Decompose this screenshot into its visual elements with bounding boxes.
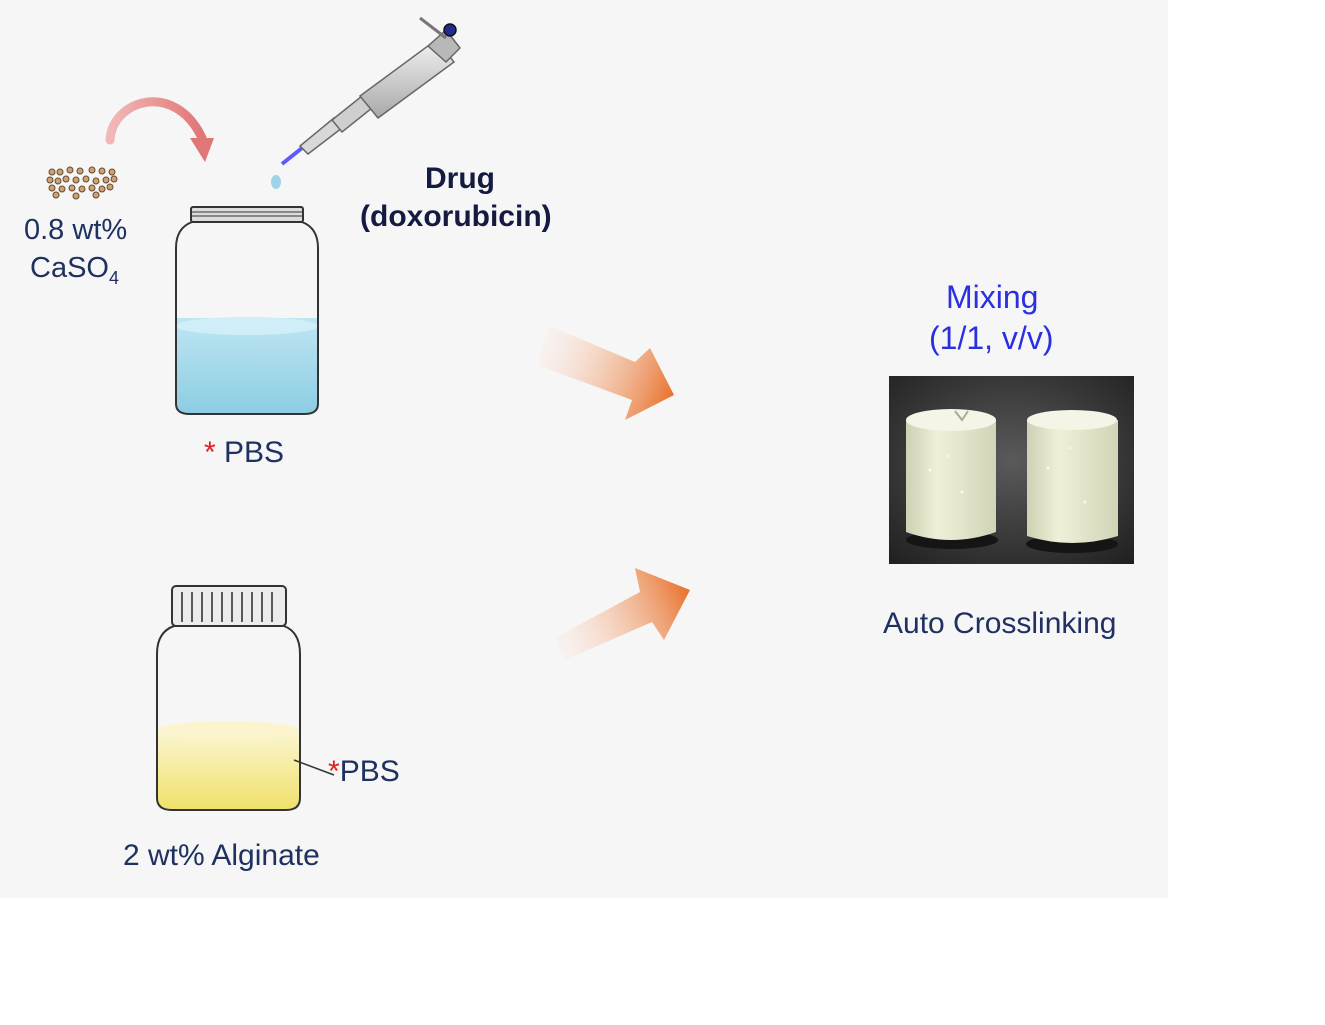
curved-arrow-icon xyxy=(105,97,214,162)
bottom-jar-asterisk: * xyxy=(328,755,340,788)
caso4-formula-label: CaSO4 xyxy=(30,252,119,289)
top-jar-asterisk: * xyxy=(204,436,216,469)
drug-title: Drug xyxy=(425,162,495,195)
flow-arrow-icon xyxy=(555,568,690,660)
top-jar-pbs-label: * PBS xyxy=(204,436,284,470)
flow-arrow-icon xyxy=(540,326,674,420)
top-jar-pbs-text: PBS xyxy=(224,436,285,469)
pbs-leader-line xyxy=(293,759,335,776)
bottom-jar xyxy=(156,585,335,811)
auto-crosslinking-caption: Auto Crosslinking xyxy=(883,607,1117,640)
pipette-icon xyxy=(280,16,461,166)
caso4-particles-icon xyxy=(46,166,118,200)
top-jar xyxy=(175,206,319,415)
drug-name: (doxorubicin) xyxy=(360,200,552,233)
caso4-formula-subscript: 4 xyxy=(108,267,119,288)
bottom-jar-pbs-text: PBS xyxy=(339,755,400,788)
caso4-formula-main: CaSO xyxy=(30,252,109,284)
bottom-jar-pbs-label: *PBS xyxy=(328,755,400,789)
alginate-caption: 2 wt% Alginate xyxy=(123,839,320,872)
drop-icon xyxy=(271,175,281,189)
hydrogel-photo xyxy=(889,376,1134,564)
mixing-ratio: (1/1, v/v) xyxy=(929,320,1054,356)
mixing-title: Mixing xyxy=(946,279,1039,315)
caso4-concentration-label: 0.8 wt% xyxy=(24,214,128,246)
